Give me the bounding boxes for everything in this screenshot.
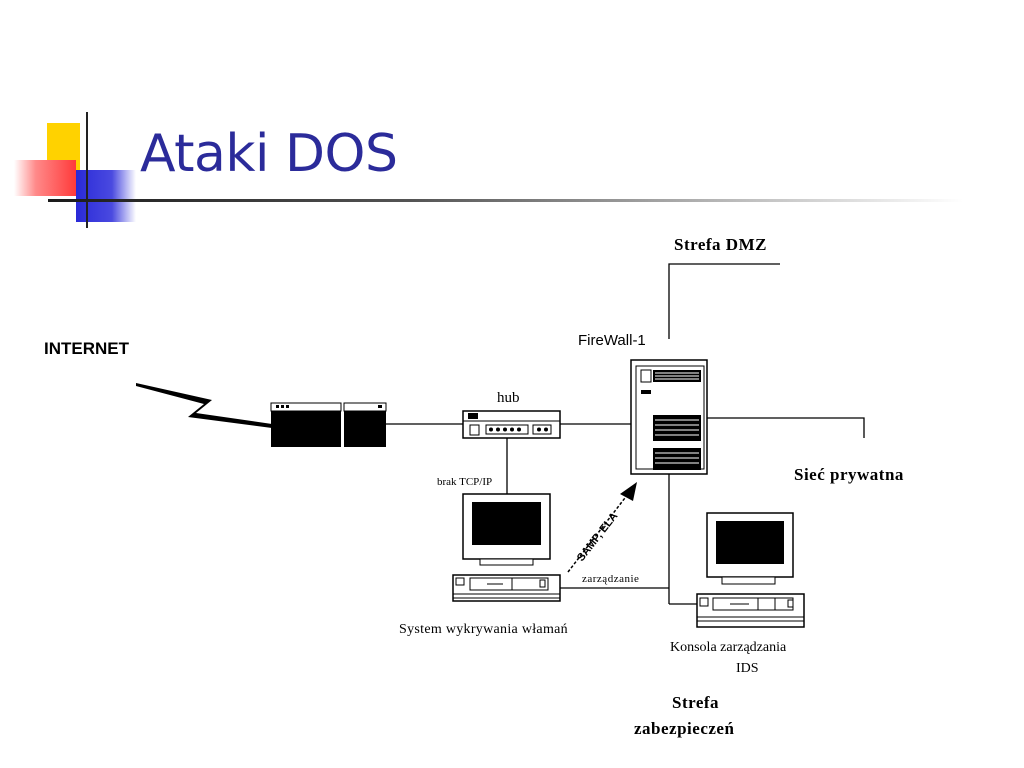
ids-system-label: System wykrywania włamań	[399, 622, 568, 637]
management-label: zarządzanie	[582, 573, 639, 585]
decor-red-square	[14, 160, 76, 196]
title-underline	[48, 199, 963, 202]
hub-label: hub	[497, 390, 520, 406]
samp-ela-label: SAMP, ELA	[575, 510, 620, 564]
ids-console-computer	[696, 512, 805, 628]
connection-lines	[386, 263, 865, 605]
ids-console-label-line1: Konsola zarządzania	[670, 640, 787, 655]
decor-vertical-line	[86, 112, 88, 228]
no-tcpip-label: brak TCP/IP	[437, 476, 492, 488]
ids-computer	[452, 493, 561, 602]
firewall-label: FireWall-1	[578, 332, 646, 349]
ids-console-label-line2: IDS	[736, 661, 759, 676]
samp-ela-arrow	[567, 482, 637, 573]
slide-title: Ataki DOS	[140, 124, 398, 184]
security-zone-label-line2: zabezpieczeń	[634, 719, 734, 738]
security-zone-label-line1: Strefa	[672, 693, 719, 712]
router-device	[270, 402, 387, 447]
private-network-label: Sieć prywatna	[794, 465, 904, 484]
hub-device	[462, 410, 561, 439]
lightning-bolt-icon	[136, 383, 272, 428]
internet-label: INTERNET	[44, 339, 130, 358]
dmz-label: Strefa DMZ	[674, 235, 767, 254]
firewall-server	[630, 359, 708, 475]
